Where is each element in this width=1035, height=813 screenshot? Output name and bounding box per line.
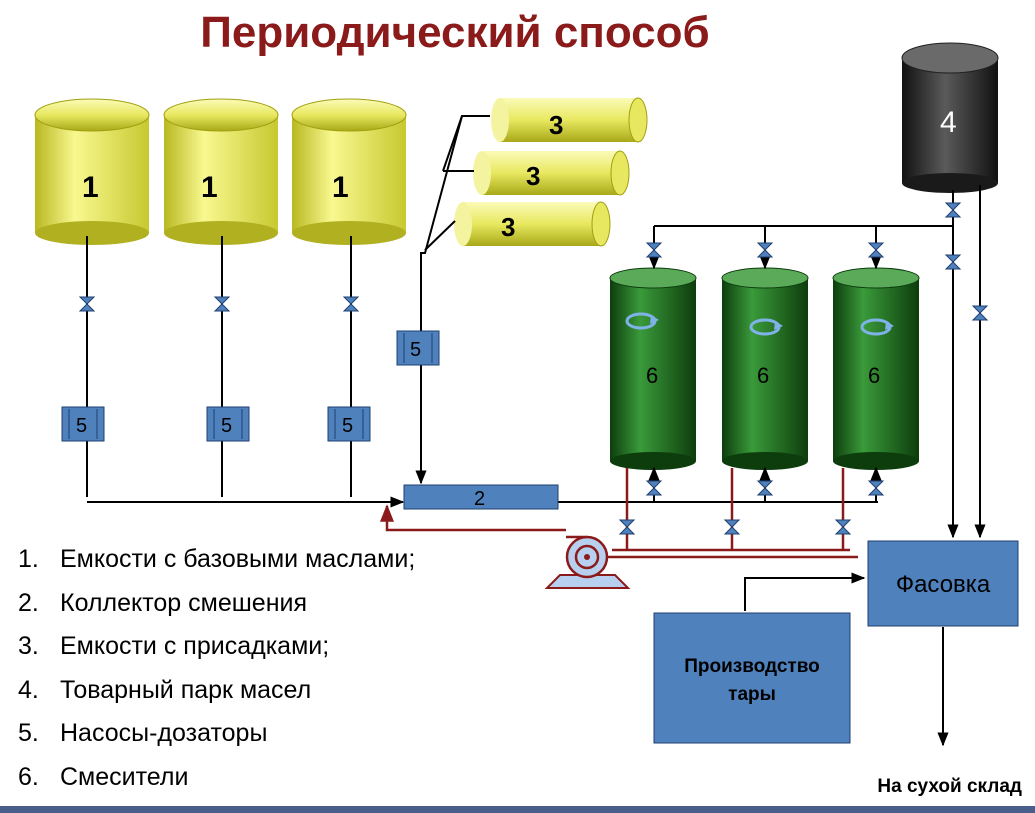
- tank-label: 1: [332, 171, 349, 204]
- valve-icon[interactable]: [79, 296, 95, 312]
- page-title: Периодический способ: [200, 8, 710, 57]
- valve-icon[interactable]: [646, 242, 662, 258]
- pump-label: 5: [76, 415, 87, 437]
- tank-label: 6: [646, 363, 658, 388]
- tank-label: 6: [868, 363, 880, 388]
- legend-item: 6.Смесители: [18, 762, 189, 791]
- packaging-label: Фасовка: [896, 571, 991, 598]
- return-line: [380, 468, 858, 559]
- pump-label: 5: [410, 339, 421, 361]
- legend-item: 4.Товарный парк масел: [18, 675, 312, 704]
- packaging-box: Фасовка: [867, 540, 1019, 627]
- mixer-1: 6: [609, 267, 697, 470]
- tank-label: 3: [526, 161, 540, 191]
- collector-label: 2: [474, 488, 485, 510]
- base-oil-tank-2: 1: [163, 98, 279, 245]
- valve-icon[interactable]: [757, 242, 773, 258]
- tank-label: 1: [82, 171, 99, 204]
- container-label-line1: Производство: [684, 656, 820, 677]
- additive-tank-2: 3: [473, 150, 630, 196]
- valve-icon[interactable]: [646, 480, 662, 496]
- mixing-collector: 2: [403, 484, 559, 510]
- legend: 1.Емкости с базовыми маслами; 2.Коллекто…: [18, 538, 415, 799]
- legend-item: 2.Коллектор смешения: [18, 588, 307, 617]
- valve-icon[interactable]: [945, 254, 961, 270]
- tank-label: 3: [549, 110, 563, 140]
- tank-label: 4: [940, 106, 957, 139]
- destination-label: На сухой склад: [877, 776, 1022, 797]
- valve-icon[interactable]: [868, 480, 884, 496]
- metering-pump-1: 5: [61, 406, 105, 442]
- tank-label: 3: [501, 212, 515, 242]
- metering-pump-2: 5: [206, 406, 250, 442]
- legend-item: 5.Насосы-дозаторы: [18, 719, 268, 747]
- valve-icon[interactable]: [757, 480, 773, 496]
- valve-icon[interactable]: [619, 519, 635, 535]
- circulation-pump-icon: [544, 535, 631, 589]
- valve-icon[interactable]: [945, 202, 961, 218]
- mixer-3: 6: [832, 267, 920, 470]
- container-production-box: Производство тары: [653, 612, 851, 744]
- legend-item: 3.Емкости с присадками;: [18, 632, 330, 660]
- product-tank: 4: [901, 42, 999, 193]
- valve-icon[interactable]: [724, 519, 740, 535]
- legend-item: 1.Емкости с базовыми маслами;: [18, 545, 416, 573]
- base-oil-tank-1: 1: [34, 98, 150, 245]
- mixer-2: 6: [721, 267, 809, 470]
- metering-pump-4: 5: [396, 330, 440, 366]
- pump-label: 5: [342, 415, 353, 437]
- pump-label: 5: [221, 415, 232, 437]
- valve-icon[interactable]: [214, 296, 230, 312]
- valve-icon[interactable]: [835, 519, 851, 535]
- additive-tank-1: 3: [491, 97, 648, 143]
- base-oil-tank-3: 1: [291, 98, 407, 245]
- bottom-bar: [0, 806, 1035, 813]
- additive-tank-3: 3: [454, 201, 611, 247]
- piping: [86, 115, 986, 747]
- valve-icon[interactable]: [868, 242, 884, 258]
- tank-label: 6: [757, 363, 769, 388]
- valve-icon[interactable]: [972, 305, 988, 321]
- metering-pump-3: 5: [327, 406, 371, 442]
- tank-label: 1: [201, 171, 218, 204]
- valve-icon[interactable]: [343, 296, 359, 312]
- container-label-line2: тары: [728, 684, 776, 705]
